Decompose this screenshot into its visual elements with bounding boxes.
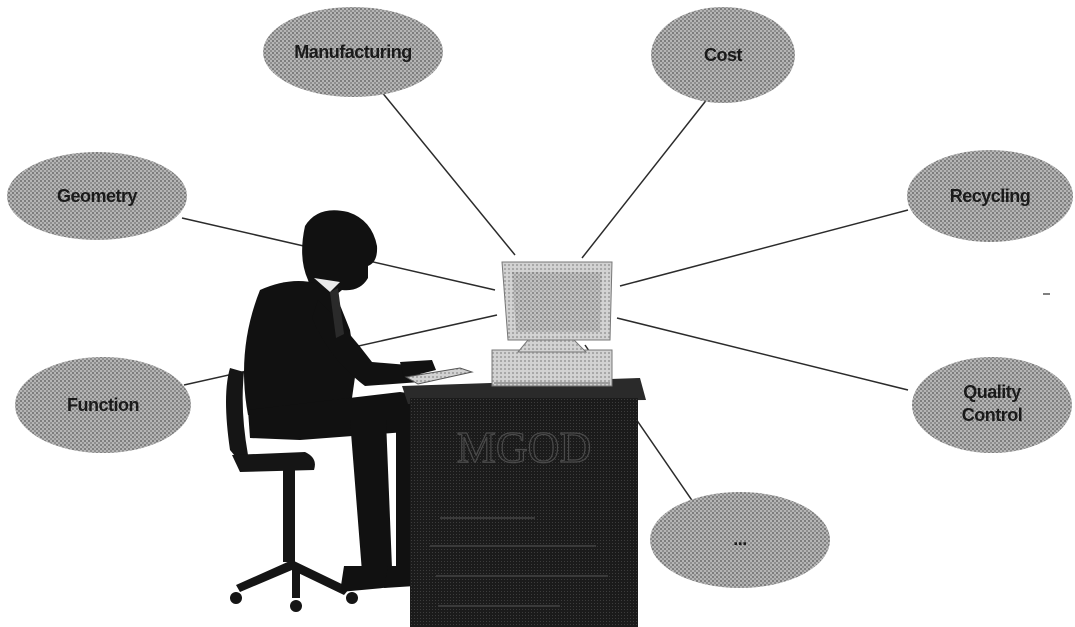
bubble-quality-control-label-line2: Control (962, 405, 1022, 425)
line-manufacturing (372, 80, 515, 255)
bubble-function-label: Function (67, 395, 139, 415)
bubble-function: Function (15, 357, 191, 453)
computer (492, 262, 612, 386)
bubble-geometry-label: Geometry (57, 186, 138, 206)
bubble-manufacturing: Manufacturing (263, 7, 443, 97)
bubble-recycling-label: Recycling (950, 186, 1031, 206)
bubble-quality-control-label-line1: Quality (963, 382, 1021, 402)
line-recycling (620, 210, 908, 286)
bubble-cost: Cost (651, 7, 795, 103)
bubble-quality-control: Quality Control (912, 357, 1072, 453)
bubble-manufacturing-label: Manufacturing (294, 42, 412, 62)
desk-title: MGOD (457, 423, 591, 472)
bubble-geometry: Geometry (7, 152, 187, 240)
line-quality-control (617, 318, 908, 390)
desk: MGOD (402, 378, 646, 627)
line-cost (582, 98, 708, 258)
bubble-more: ... (650, 492, 830, 588)
bubble-cost-label: Cost (704, 45, 743, 65)
bubble-more-label: ... (733, 529, 747, 549)
bubble-recycling: Recycling (907, 150, 1073, 242)
